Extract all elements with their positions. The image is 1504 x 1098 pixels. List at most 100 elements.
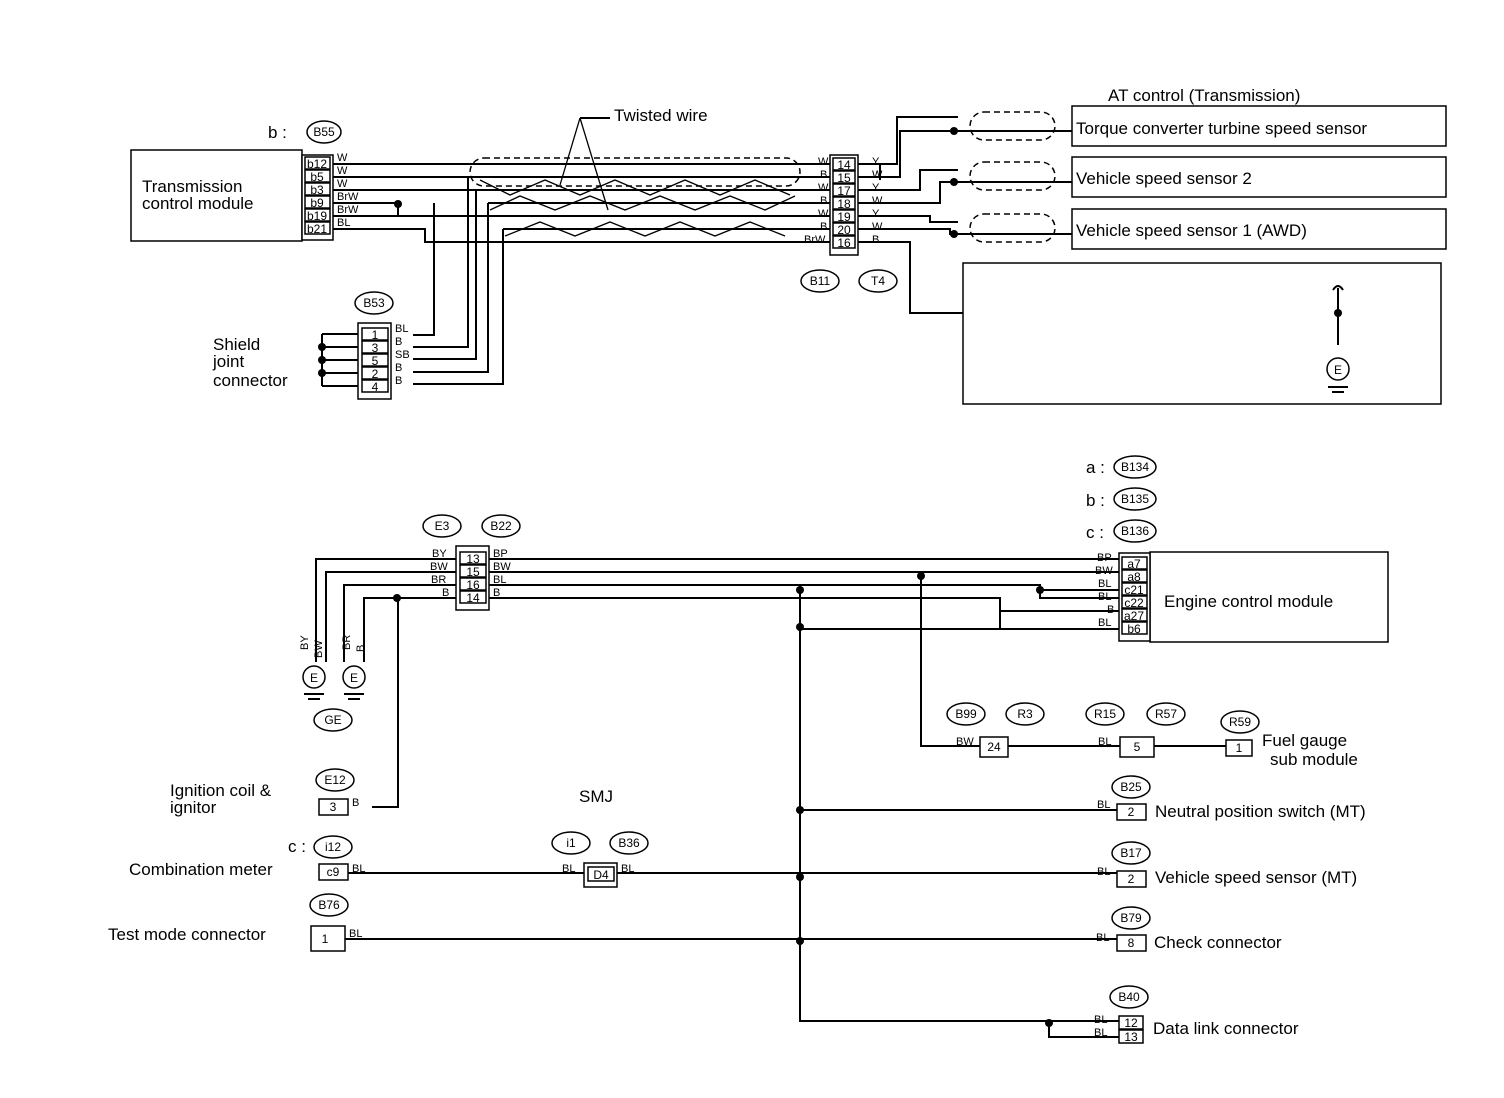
dlc-pin-box	[1118, 1015, 1144, 1030]
wire-color: B	[395, 375, 402, 387]
wire-color: W	[872, 195, 883, 207]
wire-color: BL	[1098, 736, 1111, 748]
sensor-shield	[969, 111, 1056, 141]
check-label: Check connector	[1154, 933, 1282, 952]
wire-color: Y	[872, 156, 880, 168]
ground-icon	[302, 665, 326, 689]
twisted-wire-label: Twisted wire	[614, 106, 708, 125]
sensor-shield	[969, 161, 1056, 191]
ecm-ref: B134	[1121, 460, 1149, 474]
fuel-ref: R15	[1094, 707, 1116, 721]
tcm-pin: b19	[307, 209, 327, 223]
e3-ref: E3	[435, 519, 450, 533]
t4-pin: 18	[837, 197, 851, 211]
b22-ref: B22	[490, 519, 512, 533]
ignition-coil-section: Ignition coil & ignitor E12 3 B	[170, 768, 359, 817]
wire-color: BL	[1096, 932, 1109, 944]
at-control-label: AT control (Transmission)	[1108, 86, 1300, 105]
e3-b22-connector: E3 B22 BY BW BR B 13 15 16 14 BP BW BL B	[422, 514, 521, 611]
ecm-ref: B135	[1121, 492, 1149, 506]
fuel-ref: R57	[1155, 707, 1177, 721]
fuel-ref: B99	[955, 707, 977, 721]
ecm-pin: c21	[1124, 583, 1144, 597]
ecm-prefix: a :	[1086, 458, 1105, 477]
tcm-pin: b5	[310, 170, 324, 184]
vehicle-speed-sensor-2	[1071, 156, 1447, 198]
wire-color: BL	[352, 863, 365, 875]
ecm-prefix: c :	[1086, 523, 1104, 542]
bottom-wires	[345, 558, 1226, 1038]
splice-dot	[394, 200, 402, 208]
i1-ref-oval	[551, 831, 591, 855]
test-ref: B76	[318, 898, 340, 912]
meter-pin: c9	[327, 865, 340, 879]
tcm-section: b : B55 Transmission control module b12 …	[130, 120, 359, 242]
ecm-pin: b6	[1127, 622, 1141, 636]
wire-color: BrW	[337, 191, 359, 203]
sensor-label: Torque converter turbine speed sensor	[1076, 119, 1367, 138]
tcm-wire-colors: W W W BrW BrW BL	[337, 152, 359, 229]
t4-ref-oval	[858, 269, 898, 293]
e3-pin: 16	[466, 578, 480, 592]
shield-pin: 1	[372, 328, 379, 342]
test-mode-section: B76 Test mode connector 1 BL	[108, 893, 362, 952]
wire-color: SB	[395, 349, 410, 361]
smj-label: SMJ	[579, 787, 613, 806]
wire-color: B	[493, 587, 500, 599]
neutral-connector	[1116, 803, 1147, 821]
ge-ref-oval	[313, 708, 353, 732]
wire-color: BR	[431, 574, 446, 586]
ground-symbol: E	[350, 671, 358, 685]
shield-label-1: Shield	[213, 335, 260, 354]
wire-color: B	[820, 221, 827, 233]
t4-pins: 14 15 17 18 19 20 16	[832, 157, 856, 250]
wire-color: W	[872, 169, 883, 181]
t4-pin: 19	[837, 210, 851, 224]
tcm-pin: b12	[307, 157, 327, 171]
ecm-pin: a27	[1124, 609, 1144, 623]
dlc-pin: 13	[1124, 1030, 1138, 1044]
fuel-pin: 5	[1134, 740, 1141, 754]
fuel-ref: R59	[1229, 715, 1251, 729]
twisted-wire-shield: Twisted wire	[469, 106, 801, 237]
vss-label: Vehicle speed sensor (MT)	[1155, 868, 1357, 887]
shield-pin: 3	[372, 341, 379, 355]
wire-color: BW	[956, 736, 974, 748]
vss-pin: 2	[1128, 872, 1135, 886]
neutral-ref: B25	[1120, 780, 1142, 794]
ground-symbol: E	[310, 671, 318, 685]
wire-color: BL	[349, 928, 362, 940]
wire-color: W	[337, 152, 348, 164]
i1-ref: i1	[566, 836, 576, 850]
ground-symbol: E	[1334, 363, 1342, 377]
ground-box	[962, 262, 1442, 405]
t4-wire-colors: Y W Y W Y W B	[872, 156, 883, 246]
tcm-pin: b21	[307, 222, 327, 236]
shield-pin: 2	[372, 367, 379, 381]
tcm-ref-oval	[306, 120, 342, 144]
dlc-pin-box	[1118, 1029, 1144, 1044]
dlc-label: Data link connector	[1153, 1019, 1299, 1038]
b11-ref-oval	[800, 269, 840, 293]
check-ref: B79	[1120, 911, 1142, 925]
wire-color: BR	[341, 635, 353, 650]
wire-color: BW	[313, 640, 325, 658]
wire-color: BrW	[804, 234, 826, 246]
tcm-label-2: control module	[142, 194, 254, 213]
sensor-label: Vehicle speed sensor 1 (AWD)	[1076, 221, 1307, 240]
neutral-switch-section: B25 BL 2 Neutral position switch (MT)	[1097, 775, 1366, 821]
shield-ref-oval	[354, 291, 394, 315]
ecm-ref: B136	[1121, 524, 1149, 538]
ignition-pin: 3	[330, 800, 337, 814]
t4-pin: 14	[837, 158, 851, 172]
tcm-label-1: Transmission	[142, 177, 242, 196]
check-connector	[1116, 934, 1147, 952]
e3-pin: 13	[466, 552, 480, 566]
wire-color: BL	[1098, 578, 1111, 590]
dlc-ref: B40	[1118, 990, 1140, 1004]
fuel-connector-3	[1225, 739, 1253, 757]
wire-color: W	[337, 165, 348, 177]
shield-pin: 4	[372, 380, 379, 394]
wire-color: B	[395, 362, 402, 374]
